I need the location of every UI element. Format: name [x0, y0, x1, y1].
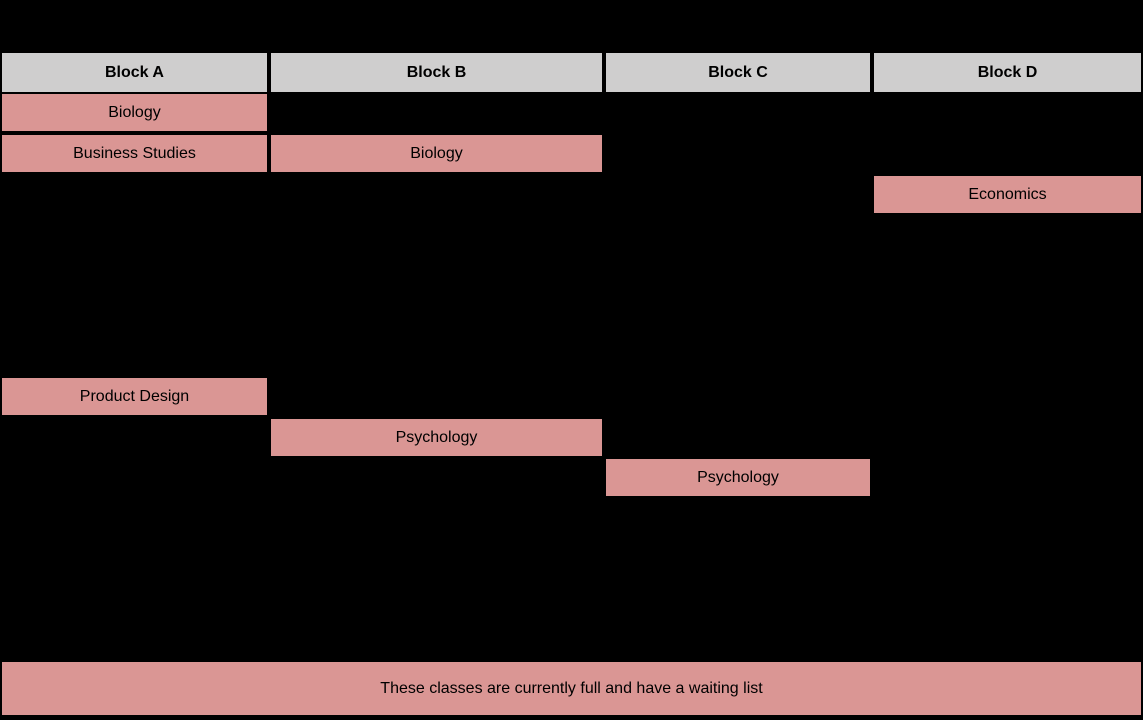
class-cell-block-a-business-studies[interactable]: Business Studies: [2, 135, 267, 172]
column-header-block-d[interactable]: Block D: [874, 53, 1141, 92]
class-cell-block-b-psychology[interactable]: Psychology: [271, 419, 602, 456]
class-cell-block-d-economics[interactable]: Economics: [874, 176, 1141, 213]
class-cell-block-a-biology[interactable]: Biology: [2, 94, 267, 131]
class-cell-block-c-psychology[interactable]: Psychology: [606, 459, 870, 496]
class-cell-block-a-product-design[interactable]: Product Design: [2, 378, 267, 415]
column-header-block-c[interactable]: Block C: [606, 53, 870, 92]
column-header-block-a[interactable]: Block A: [2, 53, 267, 92]
class-cell-block-b-biology[interactable]: Biology: [271, 135, 602, 172]
waiting-list-note: These classes are currently full and hav…: [2, 662, 1141, 715]
column-header-block-b[interactable]: Block B: [271, 53, 602, 92]
